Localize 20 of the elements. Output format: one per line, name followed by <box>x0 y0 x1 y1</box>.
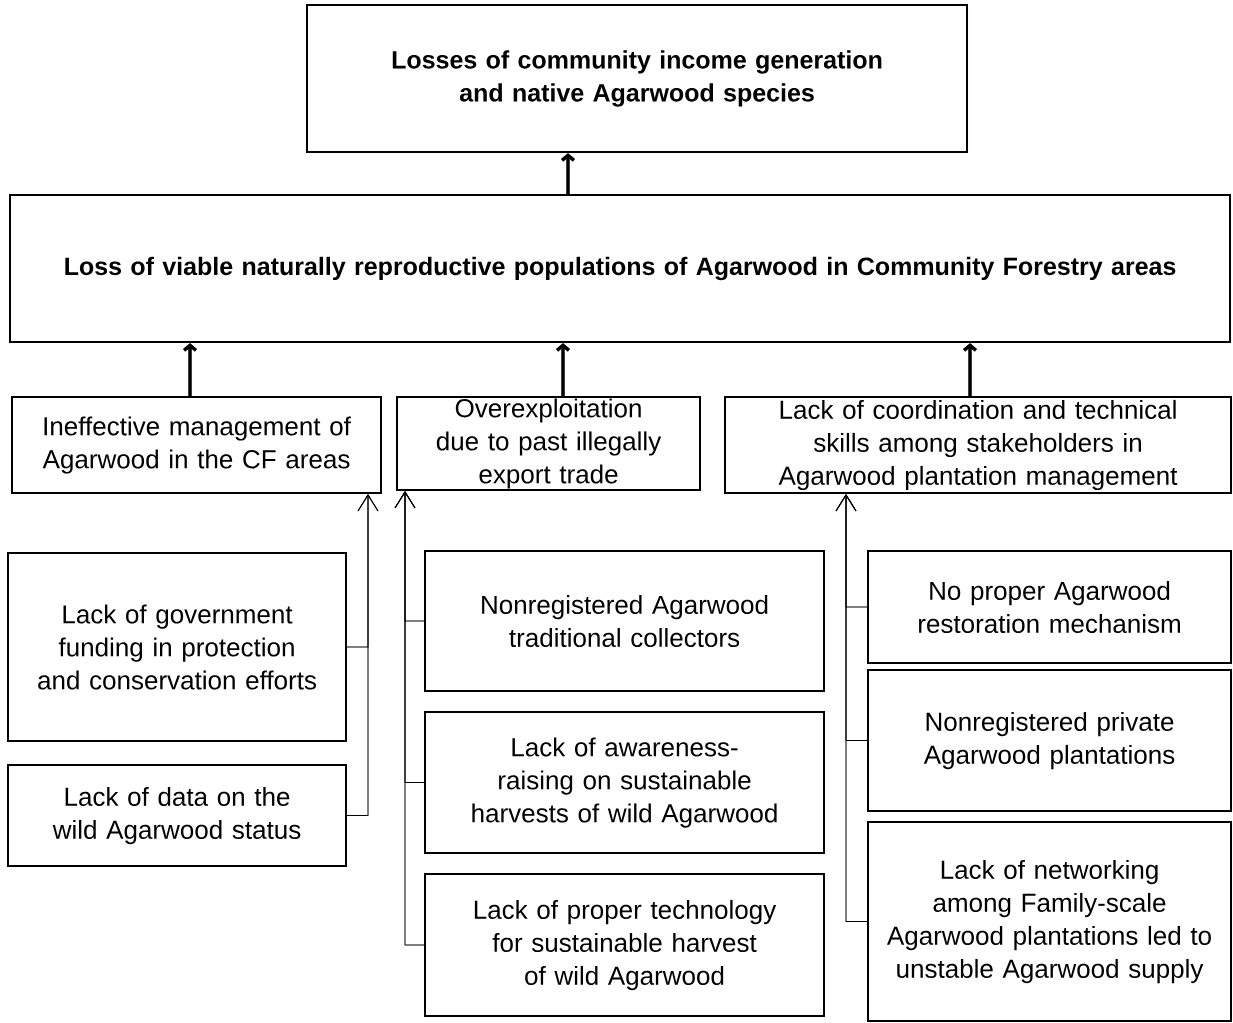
sub-cause-box: Lack of proper technology for sustainable harvest of wild Agarwood <box>424 873 825 1017</box>
arrow <box>555 343 571 396</box>
cause-box: Overexploitation due to past illegally export trade <box>396 396 701 491</box>
cause-box: Ineffective management of Agarwood in the CF areas <box>11 396 382 494</box>
arrow <box>560 153 576 194</box>
sub-cause-box: Lack of data on the wild Agarwood status <box>7 764 347 867</box>
arrow <box>962 343 978 396</box>
sub-cause-box: Nonregistered Agarwood traditional collectors <box>424 550 825 692</box>
sub-cause-box: Lack of awareness-raising on sustainable harvests of wild Agarwood <box>424 711 825 854</box>
sub-cause-box: No proper Agarwood restoration mechanism <box>867 550 1232 664</box>
arrow <box>182 343 198 396</box>
arrow <box>394 491 425 946</box>
sub-cause-box: Nonregistered private Agarwood plantations <box>867 669 1232 812</box>
effect-box: Losses of community income generation and native Agarwood species <box>306 4 968 153</box>
arrow <box>835 494 868 922</box>
sub-cause-box: Lack of networking among Family-scale Agarwood plantations led to unstable Agarwood supply <box>867 821 1232 1022</box>
arrow <box>346 494 379 816</box>
problem-box: Loss of viable naturally reproductive populations of Agarwood in Community Forestry areas <box>9 194 1231 343</box>
cause-box: Lack of coordination and technical skills among stakeholders in Agarwood plantation management <box>724 396 1232 494</box>
sub-cause-box: Lack of government funding in protection and conservation efforts <box>7 552 347 742</box>
